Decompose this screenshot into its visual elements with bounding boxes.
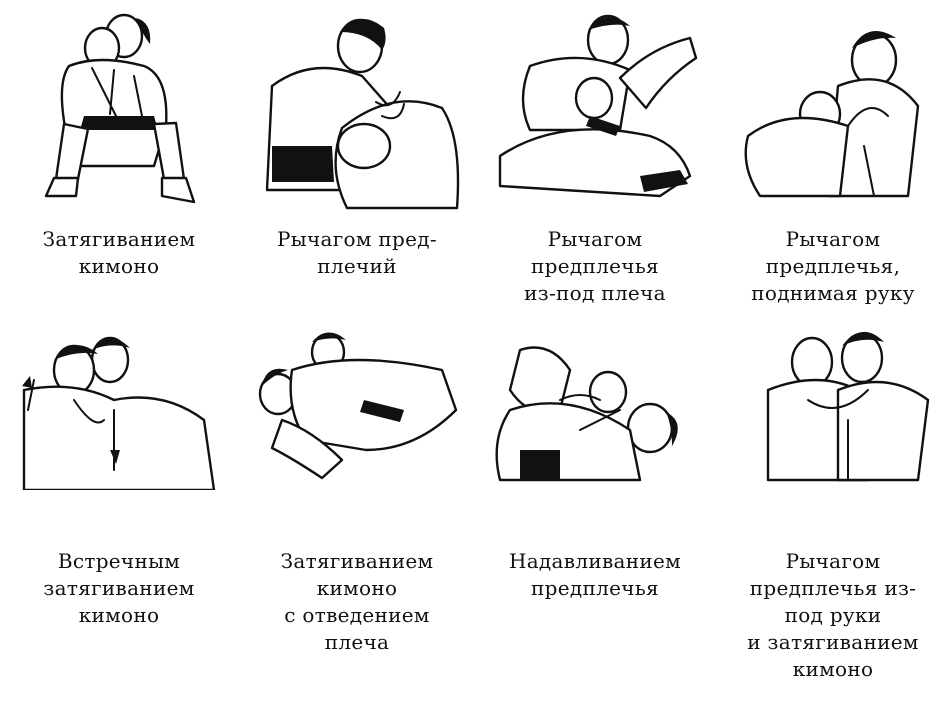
caption-line: Рычагом xyxy=(547,227,643,251)
technique-caption-3: Рычагом предплечья из-под плеча xyxy=(476,226,714,307)
caption-line: Затягиванием xyxy=(42,227,196,251)
caption-line: кимоно xyxy=(792,657,874,681)
caption-line: предплечья, xyxy=(765,254,901,278)
caption-line: Затягиванием xyxy=(280,549,434,573)
caption-line: Встречным xyxy=(57,549,181,573)
caption-line: под руки xyxy=(784,603,882,627)
caption-line: Рычагом xyxy=(785,549,881,573)
judo-kimono-pull-shoulder-figure xyxy=(252,330,462,490)
technique-caption-6: Затягиванием кимоно с отведением плеча xyxy=(238,548,476,656)
technique-caption-7: Надавливанием предплечья xyxy=(476,548,714,602)
caption-line: Рычагом xyxy=(785,227,881,251)
caption-line: предплечья xyxy=(531,254,659,278)
caption-line: предплечья xyxy=(531,576,659,600)
caption-line: кимоно xyxy=(316,576,398,600)
caption-line: плеча xyxy=(324,630,390,654)
judo-forearm-under-shoulder-figure xyxy=(490,6,700,214)
technique-caption-2: Рычагом пред- плечий xyxy=(238,226,476,280)
caption-line: и затягиванием xyxy=(747,630,919,654)
caption-line: плечий xyxy=(317,254,397,278)
caption-line: кимоно xyxy=(78,254,160,278)
judo-kimono-pull-figure xyxy=(14,6,224,214)
caption-line: Рычагом пред- xyxy=(277,227,437,251)
caption-line: затягиванием xyxy=(43,576,195,600)
technique-caption-5: Встречным затягиванием кимоно xyxy=(0,548,238,629)
technique-caption-4: Рычагом предплечья, поднимая руку xyxy=(714,226,952,307)
judo-forearms-lever-figure xyxy=(252,6,462,214)
judo-forearm-raising-arm-figure xyxy=(728,6,938,214)
judo-counter-kimono-pull-figure xyxy=(14,330,224,490)
judo-forearm-under-arm-kimono-figure xyxy=(728,330,938,490)
caption-line: предплечья из- xyxy=(749,576,917,600)
caption-line: кимоно xyxy=(78,603,160,627)
caption-line: Надавливанием xyxy=(508,549,682,573)
technique-caption-1: Затягиванием кимоно xyxy=(0,226,238,280)
caption-line: из-под плеча xyxy=(524,281,666,305)
technique-caption-8: Рычагом предплечья из- под руки и затяги… xyxy=(714,548,952,683)
caption-line: поднимая руку xyxy=(751,281,915,305)
judo-forearm-press-figure xyxy=(490,330,700,490)
caption-line: с отведением xyxy=(284,603,430,627)
